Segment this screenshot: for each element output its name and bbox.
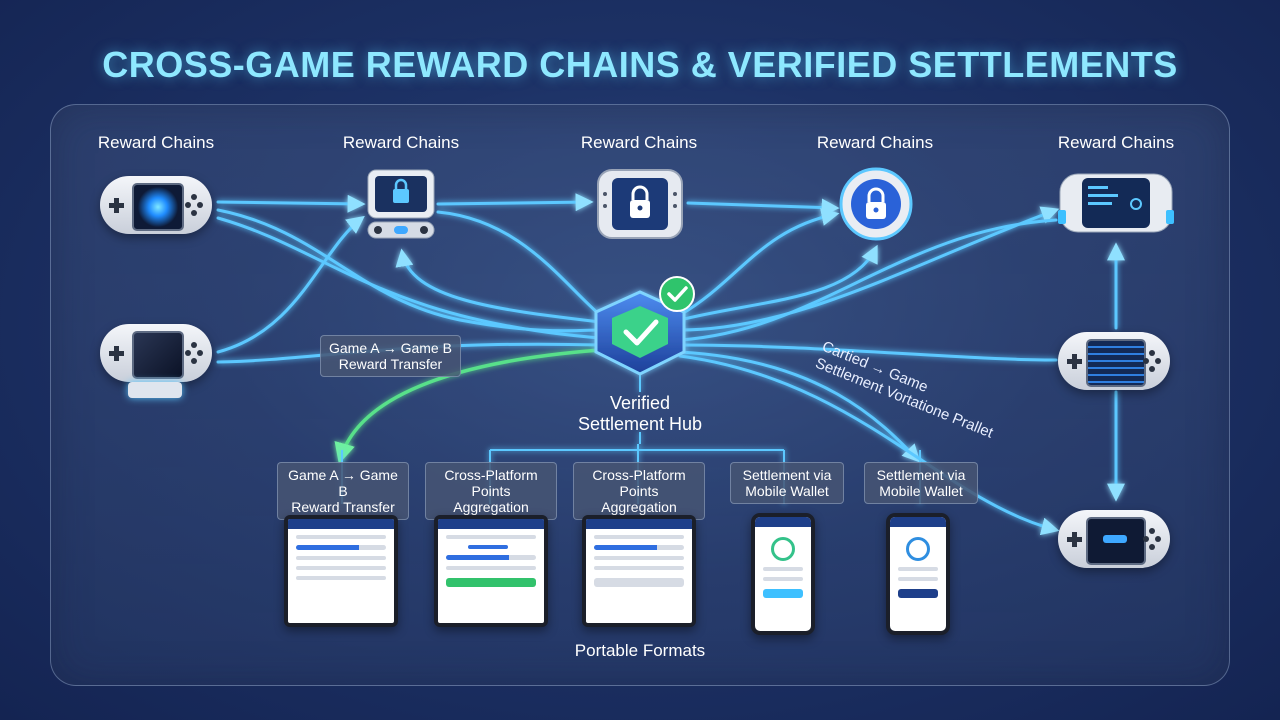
column-label-5: Reward Chains bbox=[1057, 133, 1175, 152]
transfer-tag: Game A → Game B Reward Transfer bbox=[320, 335, 461, 377]
format-line1: Cross-Platform bbox=[592, 467, 686, 483]
format-tag: Game A → Game B Reward Transfer bbox=[277, 462, 409, 520]
format-line1: Settlement via bbox=[742, 467, 832, 483]
flow-line bbox=[678, 208, 840, 317]
lock-icon[interactable] bbox=[594, 166, 686, 242]
gamepad-icon[interactable] bbox=[1058, 332, 1170, 390]
format-line1: Game A → Game B bbox=[288, 467, 398, 499]
flow-line bbox=[678, 354, 1060, 536]
column-label-4: Reward Chains bbox=[816, 133, 934, 152]
column-label-2: Reward Chains bbox=[342, 133, 460, 152]
format-line2: Reward Transfer bbox=[291, 499, 395, 515]
column-label-1: Reward Chains bbox=[97, 133, 215, 152]
flow-line bbox=[395, 248, 602, 324]
gamepad-icon[interactable] bbox=[100, 324, 212, 382]
flow-line bbox=[678, 206, 1060, 332]
flow-line bbox=[678, 350, 921, 463]
flow-line bbox=[216, 215, 365, 354]
format-line2: Mobile Wallet bbox=[879, 483, 963, 499]
lock-icon[interactable] bbox=[838, 166, 914, 242]
wallet-screen-icon[interactable] bbox=[284, 515, 398, 627]
transfer-tag-line2: Reward Transfer bbox=[338, 356, 443, 372]
hub-label: Verified Settlement Hub bbox=[540, 393, 740, 435]
format-line2: Mobile Wallet bbox=[745, 483, 829, 499]
format-line2: Points Aggregation bbox=[453, 483, 529, 515]
page-title: CROSS-GAME REWARD CHAINS & VERIFIED SETT… bbox=[102, 44, 1178, 85]
format-tag: Cross-Platform Points Aggregation bbox=[425, 462, 557, 520]
gamepad-icon[interactable] bbox=[1056, 170, 1176, 236]
wallet-screen-icon[interactable] bbox=[751, 513, 815, 635]
footer-label: Portable Formats bbox=[574, 641, 706, 660]
wallet-screen-icon[interactable] bbox=[886, 513, 950, 635]
format-line1: Settlement via bbox=[876, 467, 966, 483]
flow-line bbox=[216, 208, 602, 333]
flow-line bbox=[678, 218, 1058, 342]
wallet-screen-icon[interactable] bbox=[434, 515, 548, 627]
format-line2: Points Aggregation bbox=[601, 483, 677, 515]
flow-line-green bbox=[334, 348, 601, 465]
format-tag: Settlement via Mobile Wallet bbox=[864, 462, 978, 504]
flow-line bbox=[216, 194, 366, 213]
flow-line bbox=[436, 210, 602, 317]
wallet-screen-icon[interactable] bbox=[582, 515, 696, 627]
flow-line bbox=[678, 244, 878, 322]
transfer-tag-line1: Game A → Game B bbox=[329, 340, 452, 356]
flow-line bbox=[436, 193, 594, 212]
lock-icon[interactable] bbox=[364, 168, 438, 242]
gamepad-icon[interactable] bbox=[100, 176, 212, 234]
flow-line bbox=[686, 198, 840, 217]
screen-indicator bbox=[1103, 535, 1127, 543]
flow-line bbox=[216, 216, 602, 340]
format-tag: Cross-Platform Points Aggregation bbox=[573, 462, 705, 520]
flow-line bbox=[678, 343, 1058, 362]
column-label-3: Reward Chains bbox=[580, 133, 698, 152]
hub-label-line2: Settlement Hub bbox=[577, 414, 703, 434]
hub-label-line1: Verified bbox=[609, 393, 671, 413]
shield-check-icon bbox=[594, 276, 695, 376]
device-dock bbox=[128, 382, 182, 398]
format-tag: Settlement via Mobile Wallet bbox=[730, 462, 844, 504]
format-line1: Cross-Platform bbox=[444, 467, 538, 483]
